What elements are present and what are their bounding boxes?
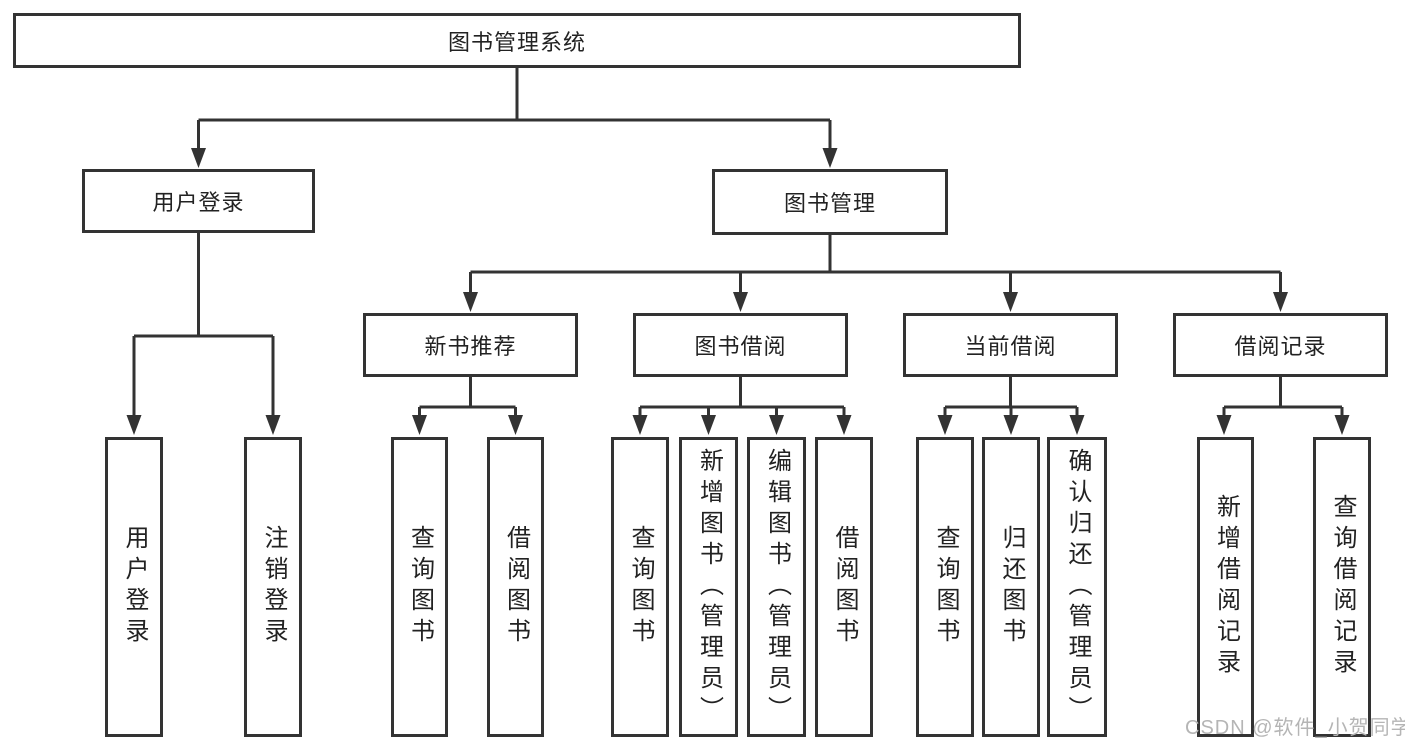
node-label: 确认归还（管理员） [1064,447,1091,727]
leaf-borrow-books-recommend: 借阅图书 [487,437,544,737]
node-label: 归还图书 [998,525,1025,649]
leaf-logout-login: 注销登录 [244,437,302,737]
leaf-query-books-current: 查询图书 [916,437,974,737]
node-label: 借阅图书 [502,525,530,649]
leaf-add-borrow-record: 新增借阅记录 [1197,437,1254,737]
node-label: 注销登录 [260,525,287,649]
leaf-query-borrow-record: 查询借阅记录 [1313,437,1371,737]
leaf-user-login: 用户登录 [105,437,163,737]
leaf-borrow-books-borrowing: 借阅图书 [815,437,873,737]
node-label: 当前借阅 [964,334,1057,359]
node-label: 查询借阅记录 [1329,494,1356,680]
leaf-return-books: 归还图书 [982,437,1040,737]
leaf-add-books-admin: 新增图书（管理员） [679,437,738,737]
leaf-query-books-borrowing: 查询图书 [611,437,669,737]
node-book-management: 图书管理 [712,169,948,235]
node-label: 借阅记录 [1234,334,1327,359]
node-label: 借阅图书 [831,525,858,649]
node-new-book-recommendation: 新书推荐 [363,313,578,377]
leaf-edit-books-admin: 编辑图书（管理员） [747,437,806,737]
node-label: 用户登录 [152,190,245,215]
node-label: 查询图书 [627,525,654,649]
watermark-text: CSDN @软件_小贺同学 [1185,717,1405,739]
node-library-management-system: 图书管理系统 [13,13,1021,68]
node-label: 新书推荐 [424,334,517,359]
node-book-borrowing: 图书借阅 [633,313,848,377]
leaf-query-books-recommend: 查询图书 [391,437,448,737]
node-label: 图书管理 [783,191,876,216]
node-label: 查询图书 [932,525,959,649]
node-label: 新增图书（管理员） [695,447,723,727]
node-label: 查询图书 [406,525,434,649]
node-label: 用户登录 [121,525,148,649]
node-label: 编辑图书（管理员） [763,447,791,727]
leaf-confirm-return-admin: 确认归还（管理员） [1047,437,1107,737]
arrowheads [126,148,1350,435]
node-label: 新增借阅记录 [1212,494,1240,680]
node-borrowing-records: 借阅记录 [1173,313,1388,377]
node-user-login: 用户登录 [82,169,315,233]
node-label: 图书管理系统 [447,29,586,55]
node-current-borrowing: 当前借阅 [903,313,1118,377]
node-label: 图书借阅 [694,334,787,359]
